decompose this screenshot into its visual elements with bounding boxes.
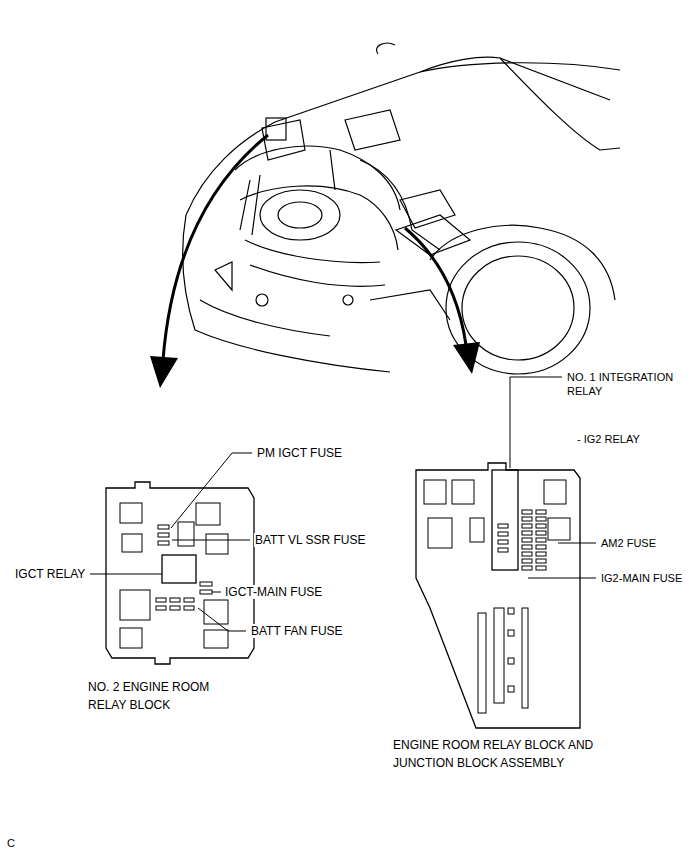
part-label: IG2-MAIN FUSE <box>600 571 683 585</box>
part-label: BATT VL SSR FUSE <box>254 533 366 547</box>
part-label: C <box>6 836 16 850</box>
relay-block: NO. 2 ENGINE ROOM RELAY BLOCK <box>100 478 260 668</box>
part-label: IGCT RELAY <box>14 567 86 581</box>
block-outline <box>408 458 588 733</box>
location-arrow <box>150 135 480 388</box>
leader-line <box>90 377 596 631</box>
part-label: NO. 1 INTEGRATION RELAY <box>566 370 686 398</box>
block-name: NO. 2 ENGINE ROOM RELAY BLOCK <box>88 678 238 714</box>
part-label: BATT FAN FUSE <box>250 624 344 638</box>
part-label: AM2 FUSE <box>600 536 657 550</box>
part-label: IGCT-MAIN FUSE <box>224 585 323 599</box>
part-label: - IG2 RELAY <box>576 432 641 446</box>
relay-block: ENGINE ROOM RELAY BLOCK AND JUNCTION BLO… <box>408 458 588 733</box>
block-outline <box>100 478 260 668</box>
block-name: ENGINE ROOM RELAY BLOCK AND JUNCTION BLO… <box>393 736 613 772</box>
vehicle-illustration <box>183 43 620 374</box>
part-label: PM IGCT FUSE <box>256 446 343 460</box>
